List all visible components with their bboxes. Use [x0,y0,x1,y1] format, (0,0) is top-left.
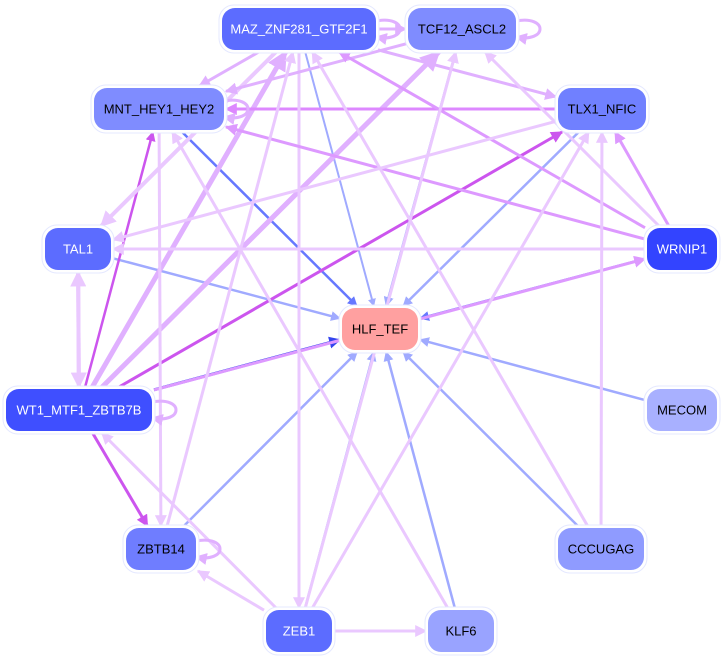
edge-tal1-to-wt1-mtf1-zbtb7b [70,271,87,389]
edge-zbtb14-to-maz-znf281-gtf2f1 [165,50,296,527]
node-label: HLF_TEF [352,322,408,337]
node-label: MNT_HEY1_HEY2 [104,102,215,117]
nodes-layer: MAZ_ZNF281_GTF2F1 TCF12_ASCL2MNT_HEY1_HEY… [2,4,721,656]
node-klf6[interactable]: KLF6 [424,606,498,656]
edge-wt1-mtf1-zbtb7b-to-mnt-hey1-hey2 [83,131,156,388]
node-zeb1[interactable]: ZEB1 [262,606,336,656]
edge-wrnip1-to-tlx1-nfic [613,130,671,227]
node-box[interactable] [45,228,111,270]
node-tcf12-ascl2[interactable]: TCF12_ASCL2 [404,4,520,54]
node-label: TLX1_NFIC [568,102,637,117]
node-maz-znf281-gtf2f1[interactable]: MAZ_ZNF281_GTF2F1 [218,4,380,54]
edge-tlx1-nfic-to-hlf-tef [402,131,580,307]
node-zbtb14[interactable]: ZBTB14 [122,524,200,574]
edge-zeb1-to-tlx1-nfic [311,130,590,609]
node-box[interactable] [428,610,494,652]
edge-mnt-hey1-hey2-to-zbtb14 [154,131,167,528]
edge-cccugag-to-hlf-tef [402,351,579,527]
node-label: WT1_MTF1_ZBTB7B [17,403,142,418]
edge-zbtb14-to-hlf-tef [183,351,358,527]
edge-tlx1-nfic-to-tal1 [111,119,557,243]
node-mecom[interactable]: MECOM [643,385,721,435]
node-label: MECOM [657,403,707,418]
node-wt1-mtf1-zbtb7b[interactable]: WT1_MTF1_ZBTB7B [2,385,156,435]
node-label: TAL1 [63,242,93,257]
edge-tcf12-ascl2-to-mnt-hey1-hey2 [224,42,407,95]
edge-wrnip1-to-tcf12-ascl2 [483,50,661,228]
node-label: CCCUGAG [568,542,634,557]
edge-wt1-mtf1-zbtb7b-to-wt1-mtf1-zbtb7b [150,399,178,426]
edge-wrnip1-to-mnt-hey1-hey2 [224,123,646,241]
node-label: KLF6 [445,624,476,639]
edge-tal1-to-hlf-tef [112,257,341,321]
edge-wt1-mtf1-zbtb7b-to-tlx1-nfic [118,130,564,389]
node-box[interactable] [558,528,644,570]
node-box[interactable] [558,88,646,130]
node-tlx1-nfic[interactable]: TLX1_NFIC [554,84,650,134]
node-box[interactable] [647,389,717,431]
node-label: ZEB1 [283,624,316,639]
edge-maz-znf281-gtf2f1-to-tlx1-nfic [377,48,558,100]
edges-layer [70,18,671,637]
edge-cccugag-to-tlx1-nfic [595,130,608,527]
edge-klf6-to-hlf-tef [383,351,457,609]
edge-maz-znf281-gtf2f1-to-mnt-hey1-hey2 [198,50,260,88]
node-box[interactable] [222,8,376,50]
node-hlf-tef[interactable]: HLF_TEF [338,304,422,354]
node-box[interactable] [408,8,516,50]
node-box[interactable] [647,228,717,270]
edge-klf6-to-mnt-hey1-hey2 [171,130,449,609]
node-box[interactable] [94,88,224,130]
node-cccugag[interactable]: CCCUGAG [554,524,648,574]
edge-maz-znf281-gtf2f1-to-maz-znf281-gtf2f1 [374,18,402,45]
node-tal1[interactable]: TAL1 [41,224,115,274]
edge-wt1-mtf1-zbtb7b-to-zbtb14 [91,432,149,528]
node-label: MAZ_ZNF281_GTF2F1 [230,22,367,37]
edge-zeb1-to-zbtb14 [196,569,265,612]
edge-maz-znf281-gtf2f1-to-tal1 [99,50,278,228]
node-label: ZBTB14 [137,542,185,557]
node-box[interactable] [342,308,418,350]
node-box[interactable] [6,389,152,431]
node-box[interactable] [266,610,332,652]
edge-mecom-to-hlf-tef [419,337,646,402]
node-wrnip1[interactable]: WRNIP1 [643,224,721,274]
edge-zbtb14-to-zbtb14 [194,538,222,565]
edge-zeb1-to-wt1-mtf1-zbtb7b [100,431,278,610]
node-label: TCF12_ASCL2 [418,22,506,37]
node-label: WRNIP1 [657,242,708,257]
edge-tcf12-ascl2-to-tcf12-ascl2 [514,18,542,45]
node-mnt-hey1-hey2[interactable]: MNT_HEY1_HEY2 [90,84,228,134]
node-box[interactable] [126,528,196,570]
edge-cccugag-to-maz-znf281-gtf2f1 [311,50,589,527]
edge-mnt-hey1-hey2-to-mnt-hey1-hey2 [222,98,250,125]
